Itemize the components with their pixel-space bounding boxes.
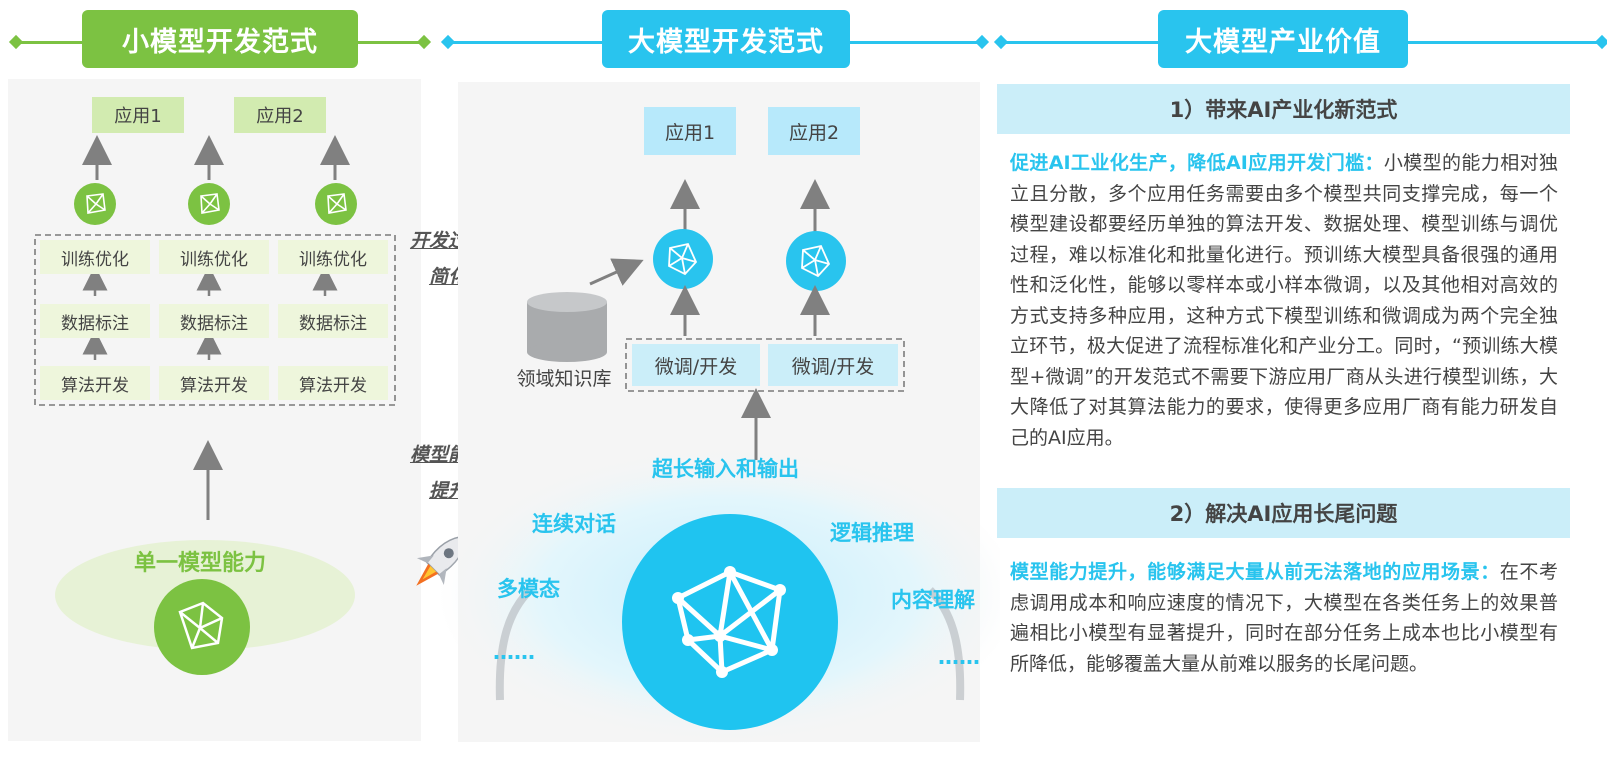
- large-model-icon-blue: [622, 514, 838, 730]
- step-train-1: 训练优化: [40, 240, 150, 274]
- step-algo-3: 算法开发: [278, 366, 388, 400]
- large-app-1: 应用1: [644, 107, 736, 155]
- section-2-highlight: 模型能力提升，能够满足大量从前无法落地的应用场景：: [1010, 561, 1500, 583]
- section-2-text: 模型能力提升，能够满足大量从前无法落地的应用场景：在不考虑调用成本和响应速度的情…: [1010, 557, 1558, 679]
- section-2-body: 在不考虑调用成本和响应速度的情况下，大模型在各类任务上的效果普遍相比小模型有显著…: [1010, 561, 1558, 675]
- cap-multimodal: 多模态: [497, 577, 560, 601]
- large-model-icon-green: [154, 579, 250, 675]
- small-app-1: 应用1: [92, 97, 184, 133]
- cap-dialog: 连续对话: [532, 512, 616, 536]
- step-train-2: 训练优化: [159, 240, 269, 274]
- cap-content: 内容理解: [891, 588, 975, 612]
- finetune-frame: [625, 338, 905, 392]
- cap-more-left: ……: [493, 640, 535, 664]
- large-model-diagram: [438, 179, 1000, 745]
- cap-long-io: 超长输入和输出: [652, 457, 799, 481]
- step-algo-1: 算法开发: [40, 366, 150, 400]
- dev-process-frame: [34, 234, 396, 406]
- cap-logic: 逻辑推理: [830, 521, 914, 545]
- knowledge-base-label: 领域知识库: [516, 368, 612, 390]
- arrow-kb: [589, 258, 644, 286]
- arc-right: [927, 587, 965, 701]
- finetune-1: 微调/开发: [632, 344, 760, 386]
- section-1-body: 小模型的能力相对独立且分散，多个应用任务需要由多个模型共同支撑完成，每一个模型建…: [1010, 152, 1558, 449]
- step-train-3: 训练优化: [278, 240, 388, 274]
- cap-more-right: ……: [938, 645, 980, 669]
- large-app-2: 应用2: [768, 107, 860, 155]
- section-1-highlight: 促进AI工业化生产，降低AI应用开发门槛：: [1010, 152, 1384, 174]
- header-industry-value: 大模型产业价值: [1158, 10, 1408, 68]
- header-diamond-value-right: [1594, 34, 1607, 50]
- small-model-diagram: [34, 135, 396, 675]
- section-1-text: 促进AI工业化生产，降低AI应用开发门槛：小模型的能力相对独立且分散，多个应用任…: [1010, 148, 1558, 453]
- header-large-model: 大模型开发范式: [602, 10, 850, 68]
- section-1-title: 1）带来AI产业化新范式: [997, 84, 1570, 134]
- header-small-model: 小模型开发范式: [82, 10, 358, 68]
- database-icon: [527, 292, 607, 362]
- small-app-2: 应用2: [234, 97, 326, 133]
- step-label-1: 数据标注: [40, 304, 150, 338]
- step-label-2: 数据标注: [159, 304, 269, 338]
- step-algo-2: 算法开发: [159, 366, 269, 400]
- finetune-2: 微调/开发: [768, 344, 898, 386]
- step-label-3: 数据标注: [278, 304, 388, 338]
- section-2-title: 2）解决AI应用长尾问题: [997, 488, 1570, 538]
- arc-left: [495, 587, 533, 701]
- single-model-capability: 单一模型能力: [133, 551, 266, 576]
